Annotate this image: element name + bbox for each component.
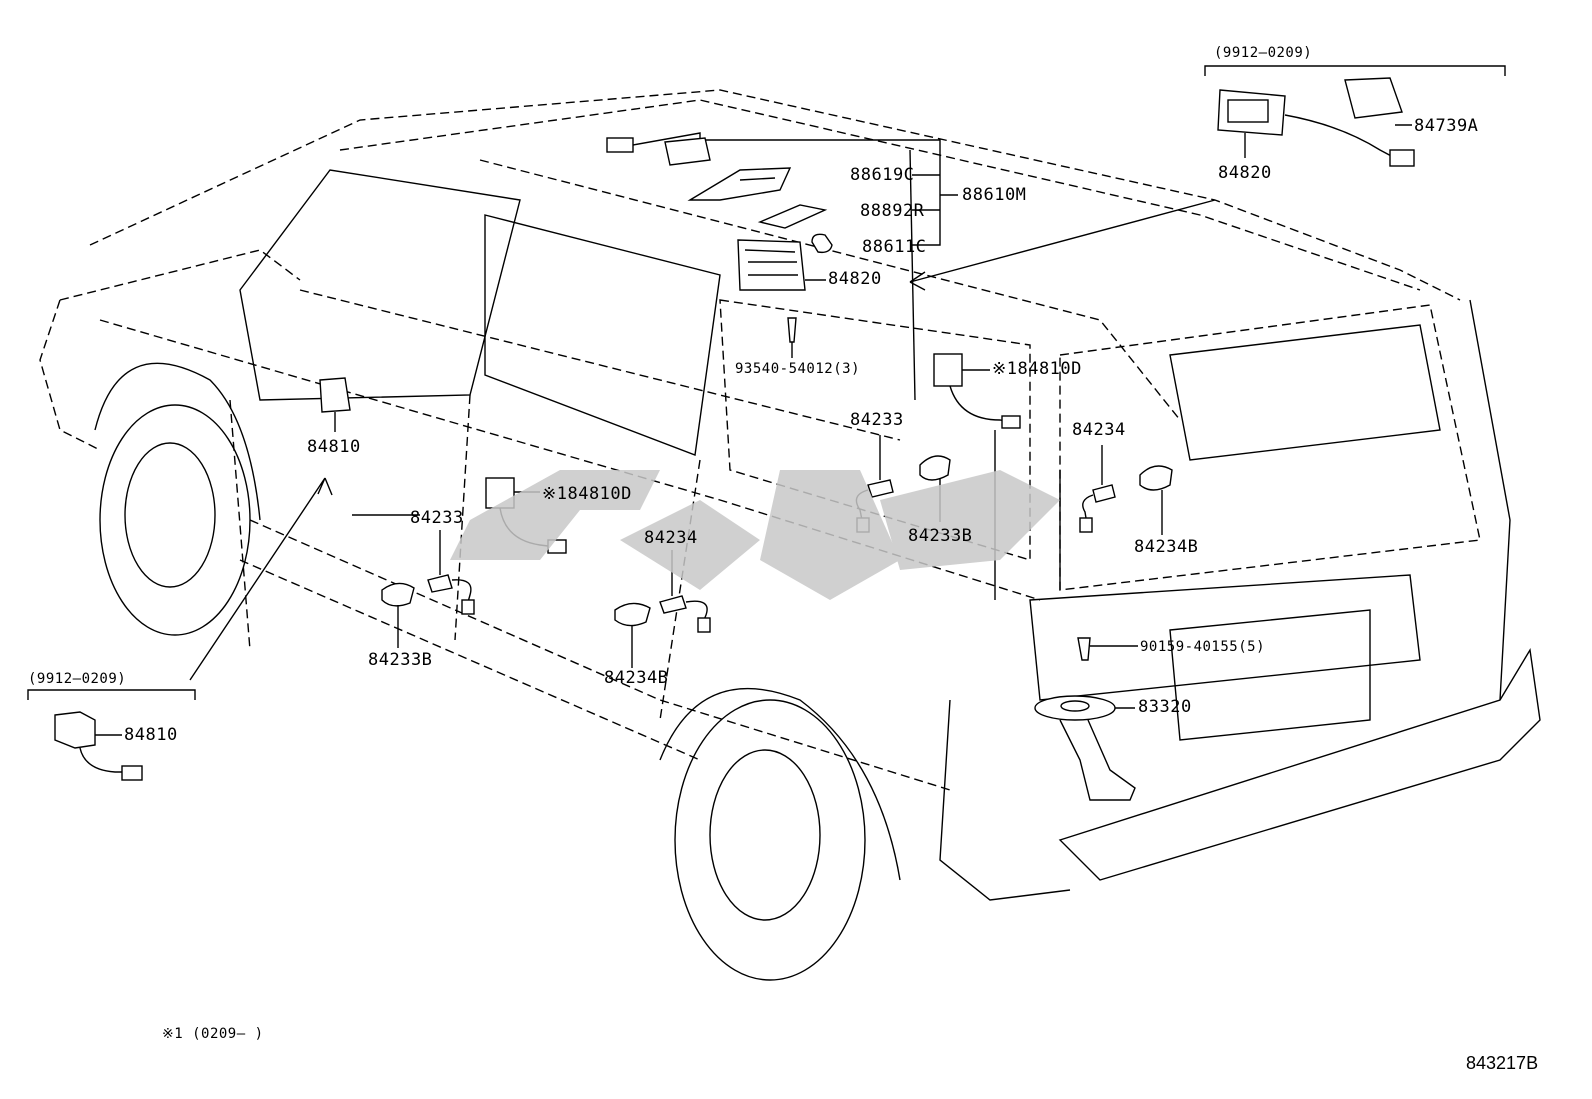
label-84820-center: 84820 xyxy=(828,269,882,289)
bracket-bottom-left xyxy=(27,689,196,700)
date-range-top-right: (9912–0209) xyxy=(1214,45,1313,61)
lamp-84233B-rear xyxy=(919,455,951,481)
label-88610M: 88610M xyxy=(962,185,1027,205)
label-84234-left: 84234 xyxy=(644,528,698,548)
rear-bumper xyxy=(1058,647,1541,881)
body-lower-line xyxy=(249,519,951,791)
map-lamp-88619C xyxy=(687,167,792,201)
label-84234B-rear: 84234B xyxy=(1134,537,1199,557)
detail-switch-84810 xyxy=(54,711,96,749)
rear-rim xyxy=(709,749,821,921)
label-84739A: 84739A xyxy=(1414,116,1479,136)
switch-84810D-right xyxy=(933,353,963,387)
diagram-id: 843217B xyxy=(1466,1053,1539,1073)
label-88892R: 88892R xyxy=(860,201,925,221)
leader-88610M xyxy=(700,139,958,246)
lamp-84233B-left xyxy=(381,582,415,607)
front-fascia xyxy=(39,299,101,451)
label-84234-rear: 84234 xyxy=(1072,420,1126,440)
rear-door-edge xyxy=(454,394,471,641)
bulb-88611C xyxy=(811,233,833,254)
bolt-90159 xyxy=(1077,637,1091,661)
hood xyxy=(59,249,301,301)
detail-cover-84739A xyxy=(1344,77,1403,119)
lamp-84233-rear xyxy=(867,479,894,498)
front-door-edge xyxy=(229,399,251,651)
rear-pillar-right xyxy=(1469,299,1511,701)
label-88619C: 88619C xyxy=(850,165,915,185)
front-wheel-arch xyxy=(94,362,261,521)
label-93540: 93540-54012(3) xyxy=(735,361,861,377)
front-side-window xyxy=(484,214,721,456)
lamp-84234B-left xyxy=(614,602,651,627)
watermark-logo xyxy=(450,470,1060,600)
label-84234B-left: 84234B xyxy=(604,668,669,688)
label-90159: 90159-40155(5) xyxy=(1140,639,1266,655)
label-84233-rear: 84233 xyxy=(850,410,904,430)
arrow-to-84820 xyxy=(909,199,1216,291)
label-84810D-left: ※184810D xyxy=(542,484,632,504)
roof-inner xyxy=(339,99,1421,291)
label-84810D-right: ※184810D xyxy=(992,359,1082,379)
detail-connector-84739 xyxy=(1389,149,1415,167)
back-glass-inner xyxy=(1169,324,1441,461)
arrow-to-84810 xyxy=(189,477,333,681)
lamp-84234B-rear xyxy=(1139,465,1173,491)
lamp-84234-rear xyxy=(1092,484,1116,503)
rocker-line xyxy=(239,559,701,761)
body-belt-line xyxy=(99,319,1041,601)
front-rim xyxy=(124,442,216,588)
rear-corner xyxy=(939,699,1071,901)
screw-93540 xyxy=(787,317,797,343)
license-recess xyxy=(1169,609,1371,741)
bracket-top-right xyxy=(1204,65,1506,76)
footnote: ※1 (0209– ) xyxy=(162,1026,264,1042)
rear-tire xyxy=(674,699,866,981)
label-84810-detail: 84810 xyxy=(124,725,178,745)
rear-wheel-arch xyxy=(659,687,901,881)
windshield xyxy=(239,169,521,401)
console-connector xyxy=(606,137,634,153)
sender-83320 xyxy=(1034,695,1116,721)
rear-gate xyxy=(1029,574,1421,701)
label-84233B-rear: 84233B xyxy=(908,526,973,546)
label-84233B-left: 84233B xyxy=(368,650,433,670)
lens-88892R xyxy=(757,204,828,229)
interior-line-2 xyxy=(299,289,901,441)
switch-84820-center xyxy=(737,239,806,291)
switch-84810-door xyxy=(319,377,351,413)
front-tire xyxy=(99,404,251,636)
label-84820-top: 84820 xyxy=(1218,163,1272,183)
interior-pillar xyxy=(909,149,916,401)
label-83320: 83320 xyxy=(1138,697,1192,717)
label-88611C: 88611C xyxy=(862,237,927,257)
console-lamp-housing xyxy=(664,137,711,166)
interior-line-1 xyxy=(479,159,1181,421)
label-84810-door: 84810 xyxy=(307,437,361,457)
lamp-84234-left xyxy=(659,595,687,614)
label-84233-left: 84233 xyxy=(410,508,464,528)
roof-outline xyxy=(89,89,1461,301)
date-range-bottom-left: (9912–0209) xyxy=(28,671,127,687)
lamp-84233-left xyxy=(427,574,453,593)
rear-quarter-window xyxy=(719,299,1031,561)
